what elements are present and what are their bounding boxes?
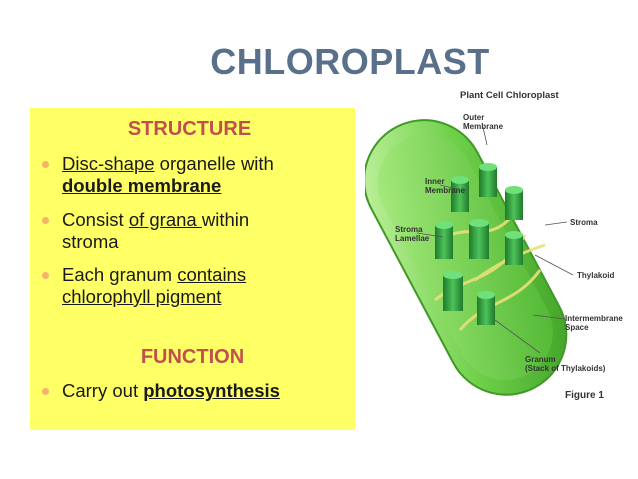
bullet-dot-icon (42, 272, 49, 279)
structure-heading: STRUCTURE (127, 118, 252, 140)
bullet-text: Each granum (62, 264, 178, 285)
figure-caption: Figure 1 (565, 390, 604, 401)
figure-title: Plant Cell Chloroplast (460, 90, 559, 101)
grana-stacks (435, 163, 523, 325)
granum-stack (469, 219, 489, 259)
label-stroma: Stroma (570, 218, 598, 227)
granum-stack (435, 221, 453, 259)
text-panel: STRUCTURE Disc-shape organelle with doub… (30, 108, 355, 430)
bullet-text: stroma (62, 231, 119, 252)
label-granum: Granum(Stack of Thylakoids) (525, 355, 606, 373)
granum-stack (505, 231, 523, 265)
granum-stack (443, 271, 463, 311)
granum-stack (479, 163, 497, 197)
bullet-text: chlorophyll pigment (62, 286, 222, 307)
granum-stack (477, 291, 495, 325)
slide-title: CHLOROPLAST (210, 41, 490, 82)
bullet-dot-icon (42, 388, 49, 395)
bullet-text: photosynthesis (143, 380, 280, 401)
bullet-text: double membrane (62, 175, 222, 196)
bullet-text: of grana (128, 209, 202, 230)
chloroplast-diagram (363, 119, 574, 396)
bullet-text: organelle with (154, 153, 274, 174)
label-thylakoid: Thylakoid (577, 271, 615, 280)
bullet-dot-icon (42, 161, 49, 168)
chloroplast-body (363, 119, 568, 396)
bullet-text: Consist (62, 209, 129, 230)
bullet-dot-icon (42, 217, 49, 224)
granum-stack (451, 176, 469, 212)
granum-stack (505, 186, 523, 220)
bullet-text: Carry out (62, 380, 144, 401)
function-heading: FUNCTION (140, 346, 245, 368)
label-leaders (416, 126, 574, 354)
bullet-text: within (201, 209, 250, 230)
bullet-text: contains (177, 264, 247, 285)
bullet-text: Disc-shape (62, 153, 155, 174)
